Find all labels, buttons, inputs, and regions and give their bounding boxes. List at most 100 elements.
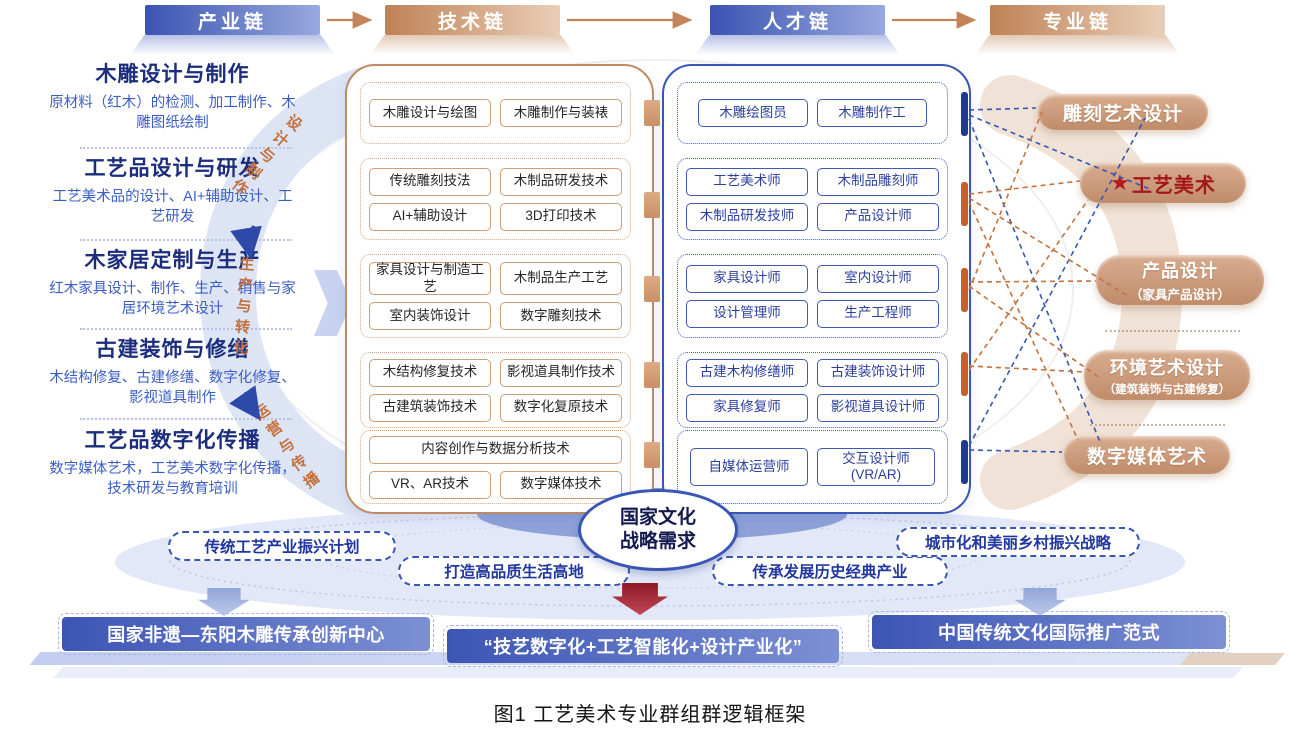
dotted-divider bbox=[80, 328, 292, 330]
arrow-down-icon bbox=[198, 588, 250, 616]
industry-title: 古建装饰与修缮 bbox=[95, 338, 250, 361]
outcome-banner-digitalization: “技艺数字化+工艺智能化+设计产业化” bbox=[443, 625, 843, 667]
chain-banner-technology: 技术链 bbox=[385, 5, 560, 35]
dotted-divider bbox=[80, 147, 292, 149]
talent-group-4: 古建木构修缮师 古建装饰设计师 家具修复师 影视道具设计师 bbox=[677, 352, 948, 428]
talent-box: 工艺美术师 bbox=[686, 167, 808, 196]
major-subtitle: （建筑装饰与古建修复） bbox=[1103, 383, 1231, 396]
talent-box: 古建木构修缮师 bbox=[686, 358, 808, 387]
major-pill-digital-media: 数字媒体艺术 bbox=[1064, 436, 1230, 474]
talent-box: 产品设计师 bbox=[817, 202, 939, 231]
tech-box: 数字化复原技术 bbox=[500, 393, 622, 422]
tech-box: AI+辅助设计 bbox=[369, 202, 491, 231]
tech-box: 家具设计与制造工艺 bbox=[369, 262, 491, 295]
talent-box: 家具设计师 bbox=[686, 264, 808, 293]
panel-connector bbox=[644, 276, 660, 302]
tech-box: 数字雕刻技术 bbox=[500, 302, 622, 330]
major-title: 环境艺术设计 bbox=[1110, 357, 1224, 378]
tech-box: VR、AR技术 bbox=[369, 470, 491, 499]
banner-shadow bbox=[370, 35, 575, 55]
industry-desc: 原材料（红木）的检测、加工制作、木雕图纸绘制 bbox=[49, 95, 296, 131]
demand-line2: 战略需求 bbox=[619, 531, 696, 552]
arrow-down-icon bbox=[612, 583, 668, 615]
banner-shadow bbox=[130, 35, 335, 55]
outcome-banner-heritage-center: 国家非遗—东阳木雕传承创新中心 bbox=[58, 613, 434, 655]
tech-box: 内容创作与数据分析技术 bbox=[369, 435, 622, 464]
chain-banner-major: 专业链 bbox=[990, 5, 1165, 35]
tech-box: 影视道具制作技术 bbox=[500, 358, 622, 387]
industry-desc: 数字媒体艺术，工艺美术数字化传播，技术研发与教育培训 bbox=[49, 461, 296, 497]
link-tick bbox=[961, 268, 968, 312]
talent-box: 木制品研发技师 bbox=[686, 202, 808, 231]
talent-box: 设计管理师 bbox=[686, 299, 808, 328]
industry-desc: 工艺美术品的设计、AI+辅助设计、工艺研发 bbox=[52, 189, 293, 225]
major-title: 雕刻艺术设计 bbox=[1062, 103, 1183, 125]
link-tick bbox=[961, 92, 968, 136]
major-title: 产品设计 bbox=[1142, 261, 1218, 281]
strategy-pill-classic-industry: 传承发展历史经典产业 bbox=[712, 556, 948, 586]
tech-box: 木雕制作与装裱 bbox=[500, 99, 622, 127]
strategy-pill-quality-life: 打造高品质生活高地 bbox=[398, 556, 630, 586]
major-subtitle: （家具产品设计） bbox=[1129, 288, 1230, 302]
tech-group-4: 木结构修复技术 影视道具制作技术 古建筑装饰技术 数字化复原技术 bbox=[360, 352, 631, 428]
strategy-pill-revitalization: 传统工艺产业振兴计划 bbox=[168, 531, 396, 561]
tech-box: 数字媒体技术 bbox=[500, 470, 622, 499]
panel-connector bbox=[644, 362, 660, 388]
tech-box: 室内装饰设计 bbox=[369, 302, 491, 330]
strategy-pill-rural-revitalization: 城市化和美丽乡村振兴战略 bbox=[896, 527, 1140, 557]
tech-group-2: 传统雕刻技法 木制品研发技术 AI+辅助设计 3D打印技术 bbox=[360, 158, 631, 240]
chain-banner-industry: 产业链 bbox=[145, 5, 320, 35]
panel-connector bbox=[644, 192, 660, 218]
dotted-divider bbox=[1090, 424, 1225, 426]
major-pill-product-design: 产品设计 （家具产品设计） bbox=[1096, 255, 1264, 305]
tech-box: 传统雕刻技法 bbox=[369, 167, 491, 196]
tech-box: 木结构修复技术 bbox=[369, 358, 491, 387]
talent-box: 家具修复师 bbox=[686, 393, 808, 422]
dotted-divider bbox=[1105, 330, 1240, 332]
tech-group-5: 内容创作与数据分析技术 VR、AR技术 数字媒体技术 bbox=[360, 430, 631, 504]
technology-panel: 木雕设计与绘图 木雕制作与装裱 传统雕刻技法 木制品研发技术 AI+辅助设计 3… bbox=[345, 64, 654, 514]
talent-group-5: 自媒体运营师 交互设计师(VR/AR) bbox=[677, 430, 948, 504]
talent-group-3: 家具设计师 室内设计师 设计管理师 生产工程师 bbox=[677, 254, 948, 338]
industry-item: 木家居定制与生产 红木家具设计、制作、生产、销售与家居环境艺术设计 bbox=[40, 244, 305, 319]
major-pill-env-art: 环境艺术设计 （建筑装饰与古建修复） bbox=[1084, 350, 1250, 400]
talent-panel: 木雕绘图员 木雕制作工 工艺美术师 木制品雕刻师 木制品研发技师 产品设计师 家… bbox=[662, 64, 971, 514]
major-title: 工艺美术 bbox=[1131, 174, 1216, 197]
tech-box: 木制品生产工艺 bbox=[500, 262, 622, 295]
star-icon: ★ bbox=[1110, 170, 1130, 195]
talent-box: 交互设计师(VR/AR) bbox=[817, 447, 935, 487]
talent-box: 生产工程师 bbox=[817, 299, 939, 328]
dotted-divider bbox=[80, 239, 292, 241]
major-pill-sculpture: 雕刻艺术设计 bbox=[1038, 94, 1208, 130]
talent-box: 木雕绘图员 bbox=[698, 99, 808, 127]
industry-item: 木雕设计与制作 原材料（红木）的检测、加工制作、木雕图纸绘制 bbox=[40, 58, 305, 133]
banner-shadow bbox=[695, 35, 900, 55]
base-slab bbox=[53, 667, 1243, 678]
chain-banner-talent: 人才链 bbox=[710, 5, 885, 35]
talent-box: 木雕制作工 bbox=[817, 99, 927, 127]
panel-connector bbox=[644, 442, 660, 468]
talent-box: 室内设计师 bbox=[817, 264, 939, 293]
talent-box: 自媒体运营师 bbox=[690, 447, 808, 487]
outcome-banner-intl-promotion: 中国传统文化国际推广范式 bbox=[868, 611, 1230, 653]
banner-shadow bbox=[975, 35, 1180, 55]
industry-title: 木雕设计与制作 bbox=[95, 63, 250, 86]
talent-box: 影视道具设计师 bbox=[817, 393, 939, 422]
tech-box: 木制品研发技术 bbox=[500, 167, 622, 196]
talent-box: 木制品雕刻师 bbox=[817, 167, 939, 196]
tech-group-1: 木雕设计与绘图 木雕制作与装裱 bbox=[360, 82, 631, 144]
talent-group-2: 工艺美术师 木制品雕刻师 木制品研发技师 产品设计师 bbox=[677, 158, 948, 240]
link-tick bbox=[961, 352, 968, 396]
base-slab-tan bbox=[1179, 653, 1286, 665]
major-pill-arts-crafts: ★ 工艺美术 bbox=[1080, 163, 1246, 203]
panel-connector bbox=[644, 100, 660, 126]
tech-group-3: 家具设计与制造工艺 木制品生产工艺 室内装饰设计 数字雕刻技术 bbox=[360, 254, 631, 338]
national-culture-demand: 国家文化 战略需求 bbox=[578, 489, 738, 571]
demand-line1: 国家文化 bbox=[619, 507, 696, 529]
talent-group-1: 木雕绘图员 木雕制作工 bbox=[677, 82, 948, 144]
industry-item: 古建装饰与修缮 木结构修复、古建修缮、数字化修复、影视道具制作 bbox=[40, 333, 305, 408]
arrow-down-icon bbox=[1014, 588, 1066, 616]
link-tick bbox=[961, 440, 968, 484]
figure-caption: 图1 工艺美术专业群组群逻辑框架 bbox=[493, 704, 807, 726]
